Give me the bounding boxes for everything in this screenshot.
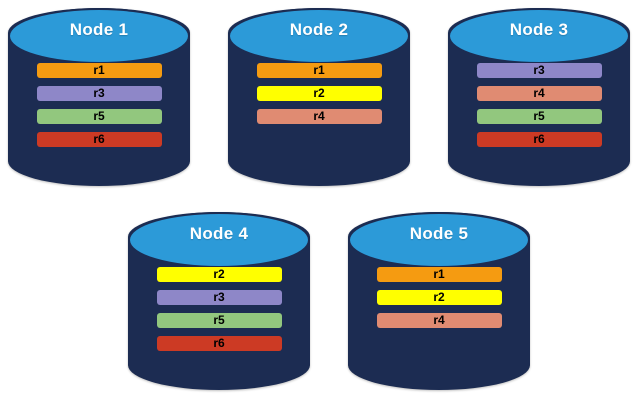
node-record-list: r1 r3 r5 r6 xyxy=(8,63,190,147)
record-bar[interactable]: r4 xyxy=(476,86,602,101)
node-title-label: Node 1 xyxy=(69,20,129,39)
node-record-list: r2 r3 r5 r6 xyxy=(128,267,310,351)
record-bar[interactable]: r4 xyxy=(256,109,382,124)
record-bar[interactable]: r1 xyxy=(376,267,502,282)
node-record-list: r3 r4 r5 r6 xyxy=(448,63,630,147)
node-record-list: r1 r2 r4 xyxy=(348,267,530,328)
record-bar[interactable]: r3 xyxy=(156,290,282,305)
record-bar[interactable]: r5 xyxy=(156,313,282,328)
database-node-3[interactable]: Node 3 r3 r4 r5 r6 xyxy=(448,8,630,186)
node-record-list: r1 r2 r4 xyxy=(228,63,410,124)
record-bar[interactable]: r5 xyxy=(36,109,162,124)
record-bar[interactable]: r3 xyxy=(476,63,602,78)
database-node-5[interactable]: Node 5 r1 r2 r4 xyxy=(348,212,530,390)
node-title-label: Node 5 xyxy=(409,224,469,243)
node-title-label: Node 3 xyxy=(509,20,569,39)
record-bar[interactable]: r3 xyxy=(36,86,162,101)
record-bar[interactable]: r6 xyxy=(36,132,162,147)
node-cylinder-top xyxy=(228,8,410,64)
database-node-4[interactable]: Node 4 r2 r3 r5 r6 xyxy=(128,212,310,390)
record-bar[interactable]: r5 xyxy=(476,109,602,124)
record-bar[interactable]: r6 xyxy=(476,132,602,147)
record-bar[interactable]: r4 xyxy=(376,313,502,328)
node-title-label: Node 4 xyxy=(189,224,249,243)
node-cylinder-top xyxy=(348,212,530,268)
record-bar[interactable]: r6 xyxy=(156,336,282,351)
node-cylinder-top xyxy=(8,8,190,64)
database-node-1[interactable]: Node 1 r1 r3 r5 r6 xyxy=(8,8,190,186)
record-bar[interactable]: r2 xyxy=(376,290,502,305)
node-title-label: Node 2 xyxy=(289,20,349,39)
database-node-2[interactable]: Node 2 r1 r2 r4 xyxy=(228,8,410,186)
record-bar[interactable]: r2 xyxy=(256,86,382,101)
record-bar[interactable]: r1 xyxy=(36,63,162,78)
record-bar[interactable]: r2 xyxy=(156,267,282,282)
record-bar[interactable]: r1 xyxy=(256,63,382,78)
